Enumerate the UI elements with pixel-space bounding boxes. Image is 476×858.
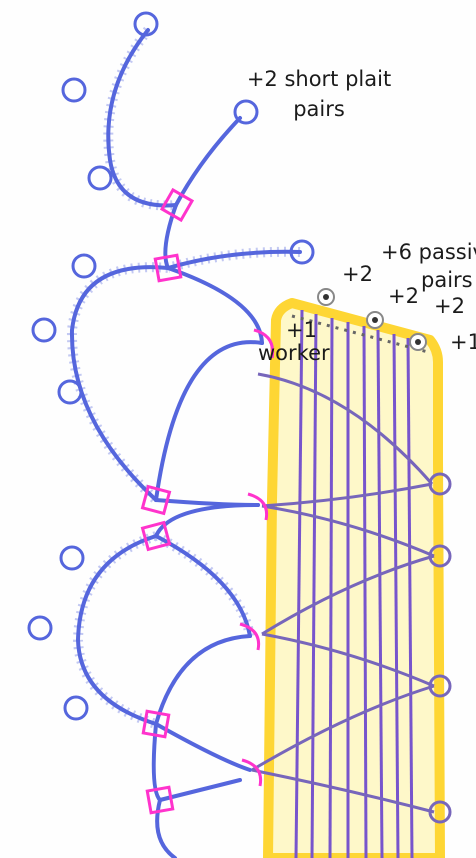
passive-line1: +6 passive: [381, 240, 476, 264]
passive-pairs-label: +6 passive pairs: [381, 238, 476, 294]
start-line: [291, 314, 429, 354]
edge-picots: [428, 472, 452, 824]
pair-add-label-2: +2: [388, 284, 419, 308]
worker-count-label: +1: [286, 318, 317, 342]
tape-outline: [263, 298, 445, 858]
worker-label: worker: [258, 341, 330, 365]
pin-marker-icons: [317, 288, 427, 351]
worker-thread: [251, 372, 435, 814]
short-plait-line1: +2 short plait: [246, 67, 392, 91]
pair-add-label-3: +2: [434, 294, 465, 318]
picot-loops: [27, 11, 315, 721]
pair-add-label-4: +1: [450, 330, 476, 354]
plaits: [69, 28, 302, 858]
short-plait-line2: pairs: [293, 97, 345, 121]
plait-rungs: [66, 26, 301, 729]
pair-add-label-1: +2: [342, 262, 373, 286]
crossings: [140, 187, 275, 815]
passive-line2: pairs: [421, 268, 473, 292]
short-plait-pairs-label: +2 short plait pairs: [244, 64, 394, 124]
